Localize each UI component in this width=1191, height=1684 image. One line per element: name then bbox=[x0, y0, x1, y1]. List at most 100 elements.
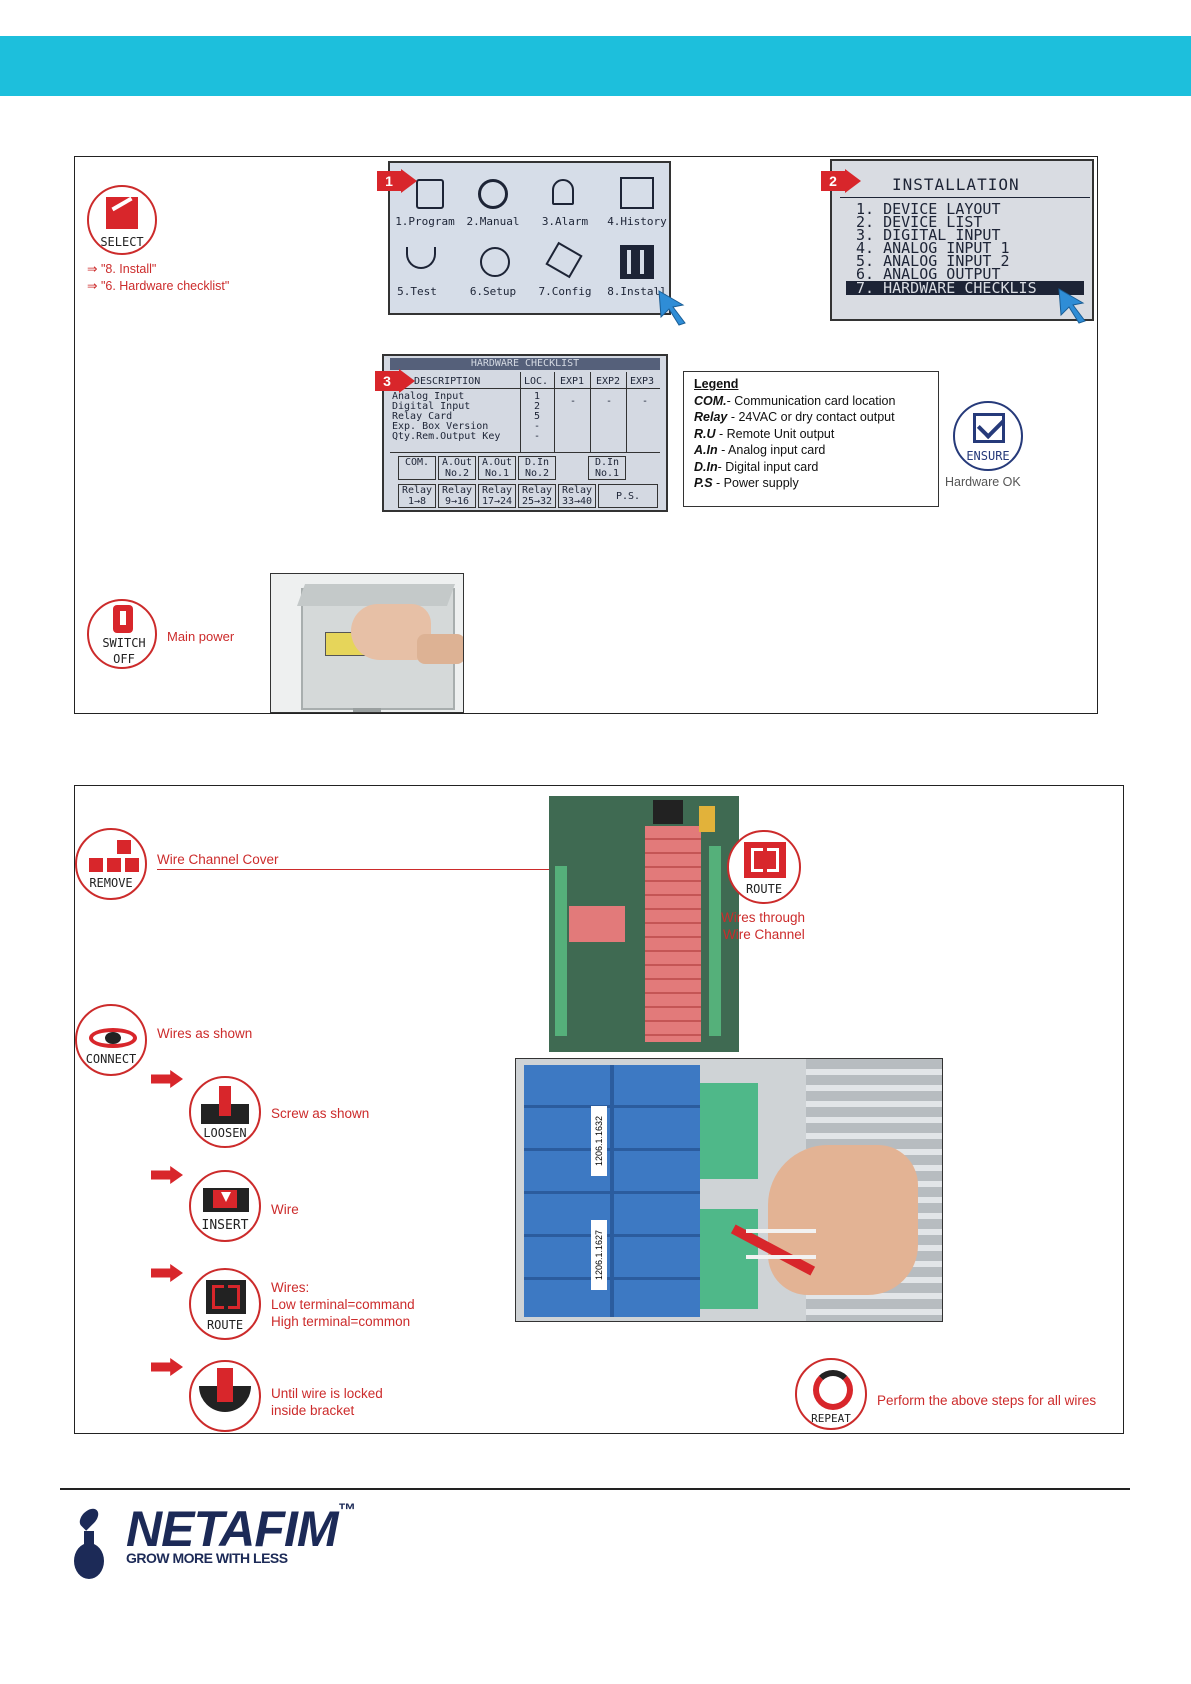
slot-aout-1: A.Out No.1 bbox=[478, 456, 516, 480]
cursor-pointer-icon-2 bbox=[1058, 288, 1086, 324]
ensure-caption: Hardware OK bbox=[945, 475, 1021, 489]
menu-item-manual[interactable]: 2.Manual bbox=[466, 215, 520, 228]
program-icon bbox=[416, 179, 444, 209]
checklist-row-2: Digital Input bbox=[392, 401, 471, 412]
legend-entry-din: D.In- Digital input card bbox=[694, 459, 819, 474]
route-icon-label: ROUTE bbox=[745, 882, 783, 896]
legend-box: Legend COM.- Communication card location… bbox=[683, 371, 939, 507]
step-badge-3: 3 bbox=[375, 371, 399, 391]
screw-caption-1: Until wire is locked bbox=[271, 1386, 383, 1401]
netafim-drop-icon bbox=[74, 1503, 104, 1579]
install-item-4[interactable]: 4. ANALOG INPUT 1 bbox=[856, 239, 1010, 257]
controller-board-photo bbox=[549, 796, 739, 1052]
menu-item-test[interactable]: 5.Test bbox=[397, 285, 437, 298]
netafim-logo-text: NETAFIM™ bbox=[126, 1500, 355, 1558]
install-item-2[interactable]: 2. DEVICE LIST bbox=[856, 213, 983, 231]
slot-din-1: D.In No.1 bbox=[588, 456, 626, 480]
step-badge-2: 2 bbox=[821, 171, 845, 191]
checklist-header-loc: LOC. bbox=[524, 376, 549, 387]
brand-tm: ™ bbox=[337, 1500, 355, 1520]
checklist-row-1: Analog Input bbox=[392, 391, 465, 402]
relay-part-label-1: 1206.1.1632 bbox=[591, 1106, 607, 1176]
brand-name: NETAFIM bbox=[126, 1501, 338, 1557]
install-item-5[interactable]: 5. ANALOG INPUT 2 bbox=[856, 252, 1010, 270]
checklist-header-exp2: EXP2 bbox=[596, 376, 621, 387]
header-band bbox=[0, 36, 1191, 96]
installation-title: INSTALLATION bbox=[892, 175, 1020, 194]
slot-aout-2: A.Out No.2 bbox=[438, 456, 476, 480]
step-arrow-2 bbox=[845, 169, 861, 193]
install-tools-icon bbox=[620, 245, 654, 279]
install-item-6[interactable]: 6. ANALOG OUTPUT bbox=[856, 265, 1001, 283]
substep-arrow-1 bbox=[151, 1070, 183, 1088]
remove-caption: Wire Channel Cover bbox=[157, 852, 279, 867]
install-item-7-selected[interactable]: 7. HARDWARE CHECKLIS bbox=[846, 281, 1084, 296]
step-arrow-3 bbox=[399, 369, 415, 393]
route-caption-1: Wires through bbox=[721, 910, 806, 925]
slot-relay-9-16: Relay 9→16 bbox=[438, 484, 476, 508]
checklist-loc-5: - bbox=[534, 431, 541, 442]
route-wires-caption-3: High terminal=common bbox=[271, 1314, 411, 1329]
checklist-row-4: Exp. Box Version bbox=[392, 421, 489, 432]
loosen-icon-label: LOOSEN bbox=[203, 1126, 247, 1140]
checklist-exp2-col: - bbox=[606, 396, 613, 407]
book-icon bbox=[620, 177, 654, 209]
legend-entry-ps: P.S - Power supply bbox=[694, 476, 799, 490]
slot-relay-33-40: Relay 33→40 bbox=[558, 484, 596, 508]
insert-caption: Wire bbox=[271, 1202, 299, 1217]
route-caption-2: Wire Channel bbox=[723, 927, 805, 942]
checklist-exp1-col: - bbox=[570, 396, 577, 407]
menu-item-alarm[interactable]: 3.Alarm bbox=[541, 215, 589, 228]
checklist-header-exp1: EXP1 bbox=[560, 376, 585, 387]
legend-entry-relay: Relay - 24VAC or dry contact output bbox=[694, 410, 895, 424]
step-arrow-1 bbox=[401, 169, 417, 193]
ensure-icon-label: ENSURE bbox=[966, 449, 1010, 463]
cursor-pointer-icon bbox=[658, 290, 686, 326]
slot-com: COM. bbox=[398, 456, 436, 480]
screw-icon-label: SCREW bbox=[206, 1414, 244, 1428]
install-item-3[interactable]: 3. DIGITAL INPUT bbox=[856, 226, 1001, 244]
repeat-icon: REPEAT bbox=[795, 1358, 867, 1430]
menu-item-program[interactable]: 1.Program bbox=[395, 215, 455, 228]
menu-item-setup[interactable]: 6.Setup bbox=[469, 285, 517, 298]
select-icon: SELECT bbox=[87, 185, 157, 255]
slot-din-2: D.In No.2 bbox=[518, 456, 556, 480]
remove-icon-label: REMOVE bbox=[89, 876, 133, 890]
substep-arrow-3 bbox=[151, 1264, 183, 1282]
repeat-caption: Perform the above steps for all wires bbox=[877, 1393, 1097, 1408]
checklist-row-3: Relay Card bbox=[392, 411, 453, 422]
steering-wheel-icon bbox=[478, 179, 508, 209]
select-step-1: ⇒ "8. Install" bbox=[87, 262, 157, 276]
screw-caption-2: inside bracket bbox=[271, 1403, 355, 1418]
switch-off-caption: Main power bbox=[167, 629, 235, 644]
loosen-caption: Screw as shown bbox=[271, 1106, 370, 1121]
route-wires-caption-1: Wires: bbox=[271, 1280, 310, 1295]
menu-item-install[interactable]: 8.Install bbox=[607, 285, 667, 298]
insert-icon-label: INSERT bbox=[201, 1218, 249, 1233]
select-step-2: ⇒ "6. Hardware checklist" bbox=[87, 279, 230, 293]
bell-icon bbox=[552, 179, 574, 205]
connect-caption: Wires as shown bbox=[157, 1026, 253, 1041]
footer-rule bbox=[60, 1488, 1130, 1490]
legend-title: Legend bbox=[694, 377, 739, 391]
brand-tagline: GROW MORE WITH LESS bbox=[126, 1550, 288, 1566]
slot-relay-25-32: Relay 25→32 bbox=[518, 484, 556, 508]
install-item-1[interactable]: 1. DEVICE LAYOUT bbox=[856, 200, 1001, 218]
relay-wiring-photo: 1206.1.1632 1206.1.1627 bbox=[515, 1058, 943, 1322]
menu-item-config[interactable]: 7.Config bbox=[538, 285, 592, 298]
checklist-header-exp3: EXP3 bbox=[630, 376, 655, 387]
checklist-header-description: DESCRIPTION bbox=[414, 376, 481, 387]
legend-entry-com: COM.- Communication card location bbox=[694, 393, 896, 408]
remove-leader-line bbox=[157, 869, 557, 870]
slot-relay-17-24: Relay 17→24 bbox=[478, 484, 516, 508]
step-badge-1: 1 bbox=[377, 171, 401, 191]
config-icon bbox=[545, 241, 583, 279]
checklist-loc-4: - bbox=[534, 421, 541, 432]
route-wires-icon: ROUTE bbox=[189, 1268, 261, 1340]
connect-icon-label: CONNECT bbox=[85, 1052, 137, 1066]
slot-relay-1-8: Relay 1→8 bbox=[398, 484, 436, 508]
substep-arrow-4 bbox=[151, 1358, 183, 1376]
menu-item-history[interactable]: 4.History bbox=[607, 215, 667, 228]
hardware-checklist-screen: HARDWARE CHECKLIST DESCRIPTION LOC. EXP1… bbox=[382, 354, 668, 512]
checklist-row-5: Qty.Rem.Output Key bbox=[392, 431, 501, 442]
